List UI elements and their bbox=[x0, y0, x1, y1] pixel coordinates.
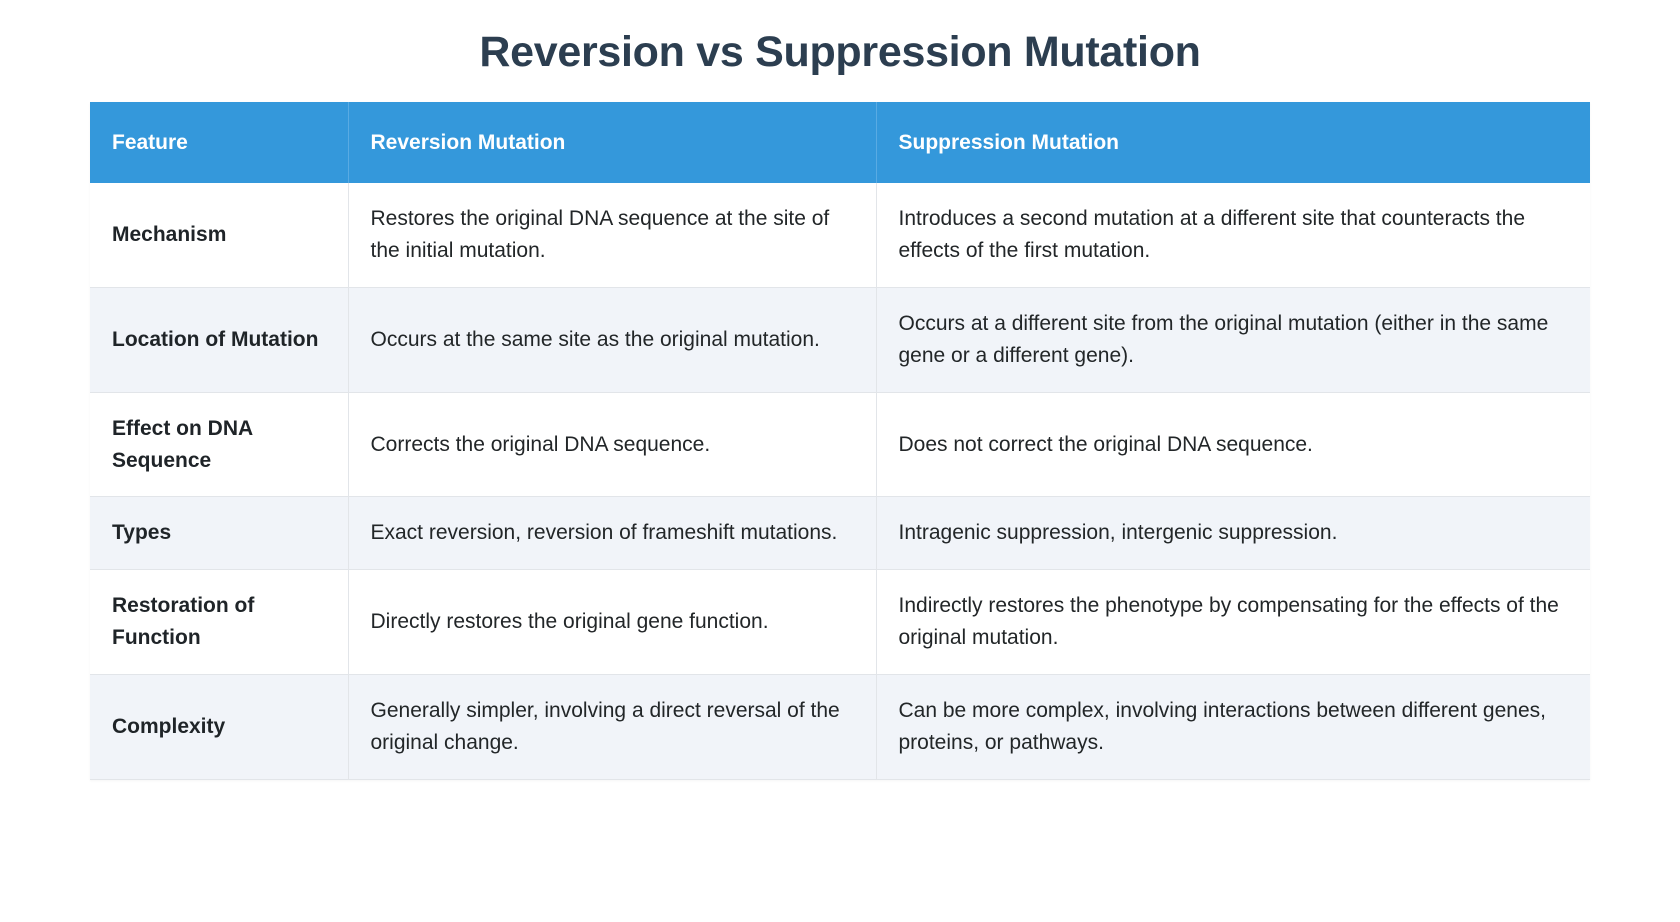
cell-reversion: Generally simpler, involving a direct re… bbox=[348, 674, 877, 781]
table-row: Types Exact reversion, reversion of fram… bbox=[90, 496, 1590, 571]
table-header-row: Feature Reversion Mutation Suppression M… bbox=[90, 101, 1590, 184]
column-header-feature: Feature bbox=[90, 101, 349, 184]
cell-reversion: Directly restores the original gene func… bbox=[348, 569, 877, 676]
cell-reversion: Occurs at the same site as the original … bbox=[348, 287, 877, 393]
table-row: Effect on DNA Sequence Corrects the orig… bbox=[90, 392, 1590, 498]
cell-feature: Mechanism bbox=[90, 183, 349, 288]
comparison-table: Feature Reversion Mutation Suppression M… bbox=[90, 101, 1590, 781]
comparison-table-container: Feature Reversion Mutation Suppression M… bbox=[90, 80, 1590, 781]
page-title: Reversion vs Suppression Mutation bbox=[479, 28, 1201, 76]
cell-suppression: Can be more complex, involving interacti… bbox=[876, 674, 1590, 781]
cell-reversion: Corrects the original DNA sequence. bbox=[348, 392, 877, 498]
cell-suppression: Occurs at a different site from the orig… bbox=[876, 287, 1590, 393]
cell-feature: Complexity bbox=[90, 674, 349, 781]
cell-reversion: Exact reversion, reversion of frameshift… bbox=[348, 496, 877, 571]
table-row: Restoration of Function Directly restore… bbox=[90, 569, 1590, 676]
column-header-suppression-mutation: Suppression Mutation bbox=[876, 101, 1590, 184]
table-row: Complexity Generally simpler, involving … bbox=[90, 674, 1590, 781]
cell-suppression: Indirectly restores the phenotype by com… bbox=[876, 569, 1590, 676]
column-header-reversion-mutation: Reversion Mutation bbox=[348, 101, 877, 184]
table-header: Feature Reversion Mutation Suppression M… bbox=[90, 101, 1590, 184]
cell-feature: Restoration of Function bbox=[90, 569, 349, 676]
cell-reversion: Restores the original DNA sequence at th… bbox=[348, 183, 877, 288]
table-row: Location of Mutation Occurs at the same … bbox=[90, 287, 1590, 393]
cell-suppression: Does not correct the original DNA sequen… bbox=[876, 392, 1590, 498]
cell-suppression: Intragenic suppression, intergenic suppr… bbox=[876, 496, 1590, 571]
cell-suppression: Introduces a second mutation at a differ… bbox=[876, 183, 1590, 288]
cell-feature: Location of Mutation bbox=[90, 287, 349, 393]
cell-feature: Effect on DNA Sequence bbox=[90, 392, 349, 498]
cell-feature: Types bbox=[90, 496, 349, 571]
table-row: Mechanism Restores the original DNA sequ… bbox=[90, 183, 1590, 288]
table-body: Mechanism Restores the original DNA sequ… bbox=[90, 183, 1590, 781]
